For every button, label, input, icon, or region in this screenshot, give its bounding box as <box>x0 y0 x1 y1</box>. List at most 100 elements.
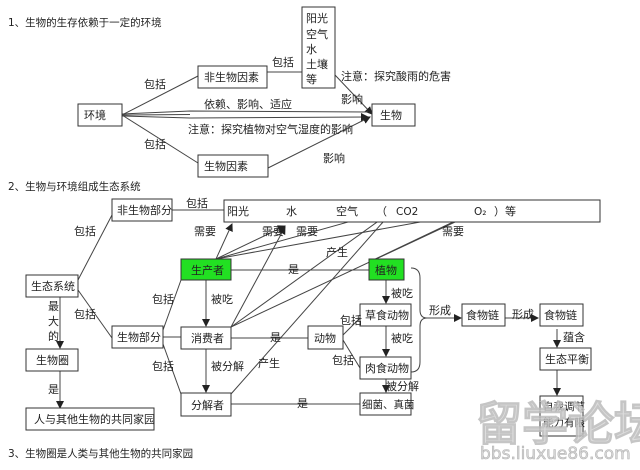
svg-text:水: 水 <box>286 205 297 218</box>
label-note-humidity: 注意：探究植物对空气湿度的影响 <box>188 122 353 136</box>
svg-text:食物链: 食物链 <box>544 308 577 322</box>
node-abiotic-factors: 非生物因素 <box>197 65 268 89</box>
edge-env-abiotic <box>121 75 199 116</box>
node-ecosystem: 生态系统 <box>25 274 79 298</box>
svg-text:生物因素: 生物因素 <box>204 159 248 173</box>
node-producer: 生产者 <box>180 258 232 281</box>
node-biosphere: 生物圈 <box>25 348 79 372</box>
svg-text:O₂: O₂ <box>474 206 486 218</box>
label-need: 需要 <box>296 225 318 238</box>
node-abiotic-part: 非生物部分 <box>111 198 173 222</box>
svg-text:动物: 动物 <box>314 331 336 345</box>
arrow-consumer-o2 <box>230 214 471 328</box>
label-decomposed: 被分解 <box>386 379 419 393</box>
label-is: 是 <box>48 383 59 396</box>
node-biotic-factors: 生物因素 <box>197 154 269 178</box>
label-largest-2: 大 <box>48 314 59 328</box>
svg-text:环境: 环境 <box>84 108 106 122</box>
heading-section-2: 2、生物与环境组成生态系统 <box>8 180 141 193</box>
label-relation: 依赖、影响、适应 <box>204 97 292 111</box>
svg-text:水: 水 <box>306 43 317 56</box>
svg-text:生产者: 生产者 <box>191 263 224 277</box>
label-includes: 包括 <box>74 224 96 238</box>
node-biotic-part: 生物部分 <box>111 325 164 349</box>
label-is: 是 <box>297 397 308 410</box>
svg-text:食物链: 食物链 <box>466 308 499 322</box>
svg-text:非生物部分: 非生物部分 <box>117 203 172 217</box>
label-need: 需要 <box>262 225 284 238</box>
label-includes: 包括 <box>144 77 166 91</box>
label-includes: 包括 <box>332 353 354 367</box>
svg-text:生物: 生物 <box>380 108 402 122</box>
edge-eco-biotic <box>77 289 113 339</box>
watermark-brand: 留学论坛 <box>476 397 640 451</box>
node-animal: 动物 <box>307 325 344 350</box>
arrow-consumer-co2 <box>230 211 392 328</box>
svg-text:植物: 植物 <box>375 263 397 277</box>
svg-text:肉食动物: 肉食动物 <box>365 361 409 375</box>
node-food-chain-1: 食物链 <box>461 303 506 327</box>
edge-animal-herbivore <box>342 317 361 336</box>
label-need: 需要 <box>194 225 216 238</box>
svg-text:空气: 空气 <box>336 204 358 218</box>
svg-text:能力有限: 能力有限 <box>543 416 585 429</box>
svg-text:生态系统: 生态系统 <box>31 279 75 293</box>
label-includes: 包括 <box>152 292 174 306</box>
svg-text:阳光: 阳光 <box>306 11 328 25</box>
brace <box>410 267 428 373</box>
label-includes: 包括 <box>186 196 208 210</box>
label-produce: 产生 <box>258 356 280 370</box>
svg-text:人与其他生物的共同家园: 人与其他生物的共同家园 <box>34 412 155 426</box>
arrow-consumer-water <box>230 226 286 328</box>
label-produce: 产生 <box>326 245 348 259</box>
label-eaten: 被吃 <box>391 287 413 300</box>
abiotic-elements-bar: 阳光 水 空气 （ CO2 O₂ ）等 <box>223 199 601 223</box>
svg-text:土壤: 土壤 <box>306 57 328 71</box>
label-is: 是 <box>270 331 281 344</box>
label-note-acid-rain: 注意：探究酸雨的危害 <box>341 69 451 83</box>
node-abiotic-list: 阳光 空气 水 土壤 等 <box>301 6 336 89</box>
svg-text:生物圈: 生物圈 <box>36 353 69 367</box>
svg-text:细菌、真菌: 细菌、真菌 <box>362 398 415 411</box>
heading-section-3: 3、生物圈是人类与其他生物的共同家园 <box>8 447 193 460</box>
node-consumer: 消费者 <box>180 326 232 350</box>
label-influence: 影响 <box>341 93 363 106</box>
svg-text:空气: 空气 <box>306 27 328 41</box>
edge-biotic-producer <box>162 279 182 331</box>
label-includes: 包括 <box>144 137 166 151</box>
edge-relation-top <box>121 110 369 115</box>
edge-relation-bottom <box>121 113 369 122</box>
node-carnivore: 肉食动物 <box>359 356 412 380</box>
label-form: 形成 <box>429 304 451 317</box>
svg-text:自我调节: 自我调节 <box>543 400 585 413</box>
label-includes: 包括 <box>340 313 362 327</box>
arrow-need-water <box>215 225 286 260</box>
label-includes: 包括 <box>152 359 174 373</box>
node-organism: 生物 <box>371 103 416 127</box>
edge-animal-carnivore <box>342 339 361 369</box>
svg-text:生态平衡: 生态平衡 <box>545 352 589 366</box>
node-eco-balance: 生态平衡 <box>539 347 592 371</box>
label-includes: 包括 <box>272 55 294 69</box>
heading-section-1: 1、生物的生存依赖于一定的环境 <box>8 16 162 29</box>
label-largest-1: 最 <box>48 300 59 313</box>
arrow-decomposer-co2 <box>230 212 392 395</box>
svg-text:（: （ <box>376 205 387 218</box>
node-common-home: 人与其他生物的共同家园 <box>25 407 155 431</box>
svg-text:消费者: 消费者 <box>191 331 224 345</box>
svg-text:）等: ）等 <box>494 204 516 218</box>
node-food-chain-2: 食物链 <box>539 303 584 327</box>
watermark-url: bbs.liuxue86.com <box>480 444 631 464</box>
edge-relation-mid <box>121 114 191 116</box>
svg-text:草食动物: 草食动物 <box>365 308 409 322</box>
svg-text:等: 等 <box>306 72 317 86</box>
edge-list-organism <box>334 74 373 115</box>
svg-text:阳光: 阳光 <box>227 204 249 218</box>
label-need: 需要 <box>442 225 464 238</box>
node-decomposer: 分解者 <box>180 392 232 417</box>
node-plant: 植物 <box>368 258 405 281</box>
edge-biotic-decomposer <box>162 343 182 395</box>
arrow-need-sunlight <box>215 223 233 260</box>
node-herbivore: 草食动物 <box>359 303 412 327</box>
label-decomposed: 被分解 <box>211 359 244 373</box>
